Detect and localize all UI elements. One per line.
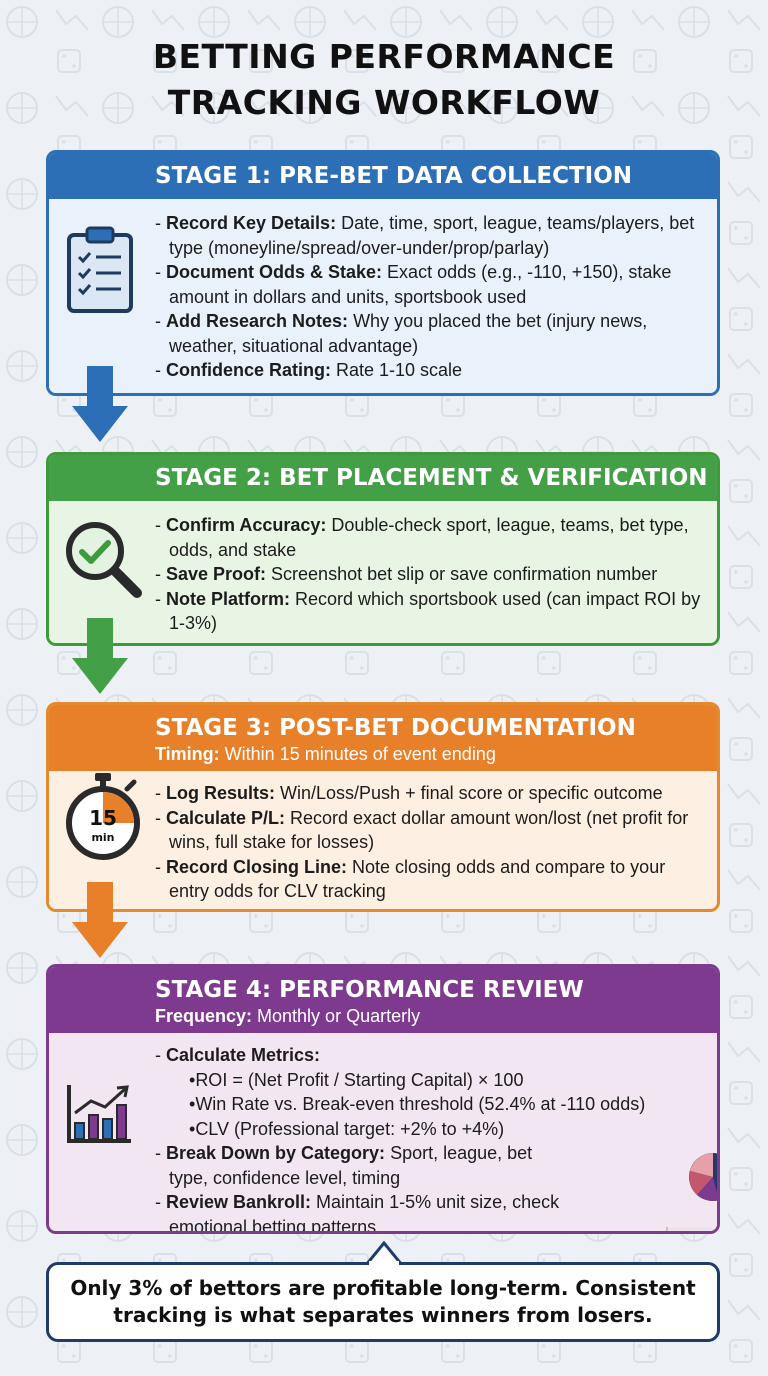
metric-item: CLV (Professional target: +2% to +4%) (189, 1117, 703, 1142)
metrics-list: ROI = (Net Profit / Starting Capital) × … (169, 1068, 703, 1142)
stage-2-body: Confirm Accuracy: Double-check sport, le… (49, 501, 717, 643)
stage-1-card: STAGE 1: PRE-BET DATA COLLECTION Record … (46, 150, 720, 396)
stopwatch-icon: 15 min (66, 773, 140, 860)
stage-4-title: STAGE 4: PERFORMANCE REVIEW (155, 977, 584, 1003)
page-title: BETTING PERFORMANCE TRACKING WORKFLOW (0, 34, 768, 126)
stage-2-item: Save Proof: Screenshot bet slip or save … (155, 562, 703, 587)
stage-1-item: Confidence Rating: Rate 1-10 scale (155, 358, 703, 383)
stage-4-card: STAGE 4: PERFORMANCE REVIEW Frequency: M… (46, 964, 720, 1234)
arrow-down-icon (72, 882, 128, 958)
stage-3-header: STAGE 3: POST-BET DOCUMENTATION Timing: … (49, 705, 717, 771)
stage-3-list: Log Results: Win/Loss/Push + final score… (155, 781, 703, 904)
stage-4-subtitle: Frequency: Monthly or Quarterly (155, 1006, 421, 1026)
stage-1-header: STAGE 1: PRE-BET DATA COLLECTION (49, 153, 717, 199)
stage-4-list: Calculate Metrics: ROI = (Net Profit / S… (155, 1043, 703, 1231)
stage-4-item: Break Down by Category: Sport, league, b… (155, 1141, 703, 1190)
stage-1-item: Document Odds & Stake: Exact odds (e.g.,… (155, 260, 703, 309)
stage-1-item: Record Key Details: Date, time, sport, l… (155, 211, 703, 260)
stage-3-card: STAGE 3: POST-BET DOCUMENTATION Timing: … (46, 702, 720, 912)
stage-3-item: Record Closing Line: Note closing odds a… (155, 855, 703, 904)
title-line-1: BETTING PERFORMANCE (152, 37, 616, 76)
stage-4-header: STAGE 4: PERFORMANCE REVIEW Frequency: M… (49, 967, 717, 1033)
callout-text: Only 3% of bettors are profitable long-t… (70, 1276, 696, 1327)
stage-3-title: STAGE 3: POST-BET DOCUMENTATION (155, 715, 636, 741)
stage-3-item: Calculate P/L: Record exact dollar amoun… (155, 806, 703, 855)
timer-value: 15 (89, 806, 117, 830)
timer-unit: min (91, 831, 114, 844)
stage-1-item: Add Research Notes: Why you placed the b… (155, 309, 703, 358)
stage-4-body: Calculate Metrics: ROI = (Net Profit / S… (49, 1033, 717, 1231)
arrow-down-icon (72, 366, 128, 442)
stage-4-item: Calculate Metrics: ROI = (Net Profit / S… (155, 1043, 703, 1141)
arrow-down-icon (72, 618, 128, 694)
mini-charts-illustration (666, 1153, 717, 1231)
bar-chart-trend-icon (67, 1085, 131, 1143)
stage-2-item: Note Platform: Record which sportsbook u… (155, 587, 703, 636)
stage-2-list: Confirm Accuracy: Double-check sport, le… (155, 513, 703, 636)
stage-3-body: 15 min Log Results: Win/Loss/Push + fina… (49, 771, 717, 909)
stage-4-item: Review Bankroll: Maintain 1-5% unit size… (155, 1190, 703, 1231)
stage-1-body: Record Key Details: Date, time, sport, l… (49, 199, 717, 393)
magnifier-check-icon (66, 522, 142, 598)
metric-item: ROI = (Net Profit / Starting Capital) × … (189, 1068, 703, 1093)
stage-2-header: STAGE 2: BET PLACEMENT & VERIFICATION (49, 455, 717, 501)
stage-2-title: STAGE 2: BET PLACEMENT & VERIFICATION (155, 465, 708, 491)
stage-3-item: Log Results: Win/Loss/Push + final score… (155, 781, 703, 806)
callout-pointer (366, 1241, 402, 1265)
title-line-2: TRACKING WORKFLOW (167, 83, 601, 122)
stage-3-subtitle: Timing: Within 15 minutes of event endin… (155, 744, 496, 764)
clipboard-checklist-icon (67, 226, 133, 313)
key-insight-callout: Only 3% of bettors are profitable long-t… (46, 1262, 720, 1342)
metric-item: Win Rate vs. Break-even threshold (52.4%… (189, 1092, 703, 1117)
stage-1-title: STAGE 1: PRE-BET DATA COLLECTION (155, 163, 633, 189)
stage-2-item: Confirm Accuracy: Double-check sport, le… (155, 513, 703, 562)
stage-1-list: Record Key Details: Date, time, sport, l… (155, 211, 703, 383)
stage-2-card: STAGE 2: BET PLACEMENT & VERIFICATION Co… (46, 452, 720, 646)
